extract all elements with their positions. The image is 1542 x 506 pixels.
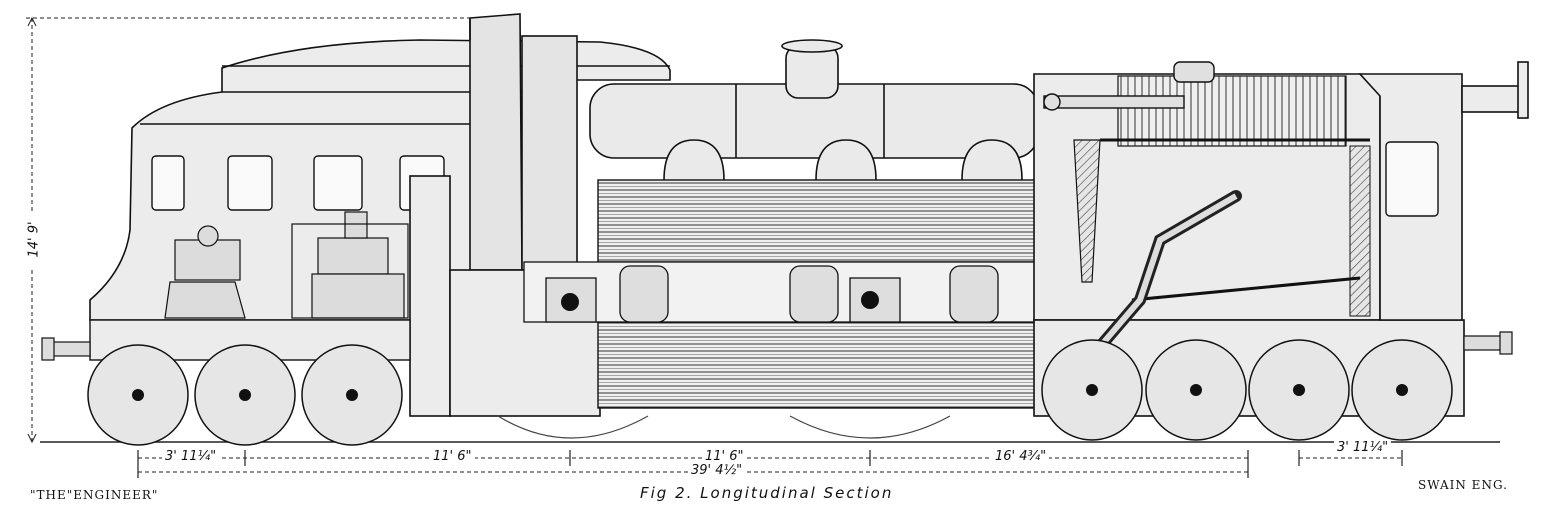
left-cab-windows [151, 155, 445, 211]
right-cab [1358, 61, 1529, 321]
wheel-spacing-left-label: 3' 11¼" [162, 449, 220, 464]
firebox-side-water-leg [1349, 145, 1371, 317]
pump-apparatus [164, 211, 409, 319]
cylinder-row [523, 261, 1051, 323]
wheel-spacing-right-label: 3' 11¼" [1334, 440, 1392, 455]
lower-tube-bank [597, 321, 1051, 409]
dimension-ticks [137, 450, 1403, 478]
left-bogie-hubs [132, 389, 358, 401]
fire-grate [1131, 276, 1361, 302]
span-b-label: 11' 6" [702, 449, 747, 464]
right-cab-window [1385, 141, 1439, 217]
upper-tube-bank [597, 179, 1051, 263]
header-pipe [1043, 61, 1215, 111]
overall-height-label: 14' 9' [26, 211, 42, 268]
left-buffer [41, 337, 91, 361]
firebox-tubes [1117, 75, 1347, 147]
right-buffer [1463, 331, 1513, 355]
axle-centres [561, 291, 879, 311]
length-dimension-lines [138, 457, 1402, 473]
engraver-credit: SWAIN ENG. [1418, 478, 1508, 492]
steam-drum [589, 39, 1039, 181]
publication-credit: "THE"ENGINEER" [30, 488, 159, 502]
water-wall [1073, 139, 1101, 283]
figure-caption: Fig 2. Longitudinal Section [640, 484, 894, 502]
driving-wheels [497, 415, 951, 439]
span-a-label: 11' 6" [430, 449, 475, 464]
overall-length-label: 39' 4½" [688, 463, 746, 478]
span-c-label: 16' 4¾" [992, 449, 1050, 464]
right-bogie-hubs [1086, 384, 1408, 396]
